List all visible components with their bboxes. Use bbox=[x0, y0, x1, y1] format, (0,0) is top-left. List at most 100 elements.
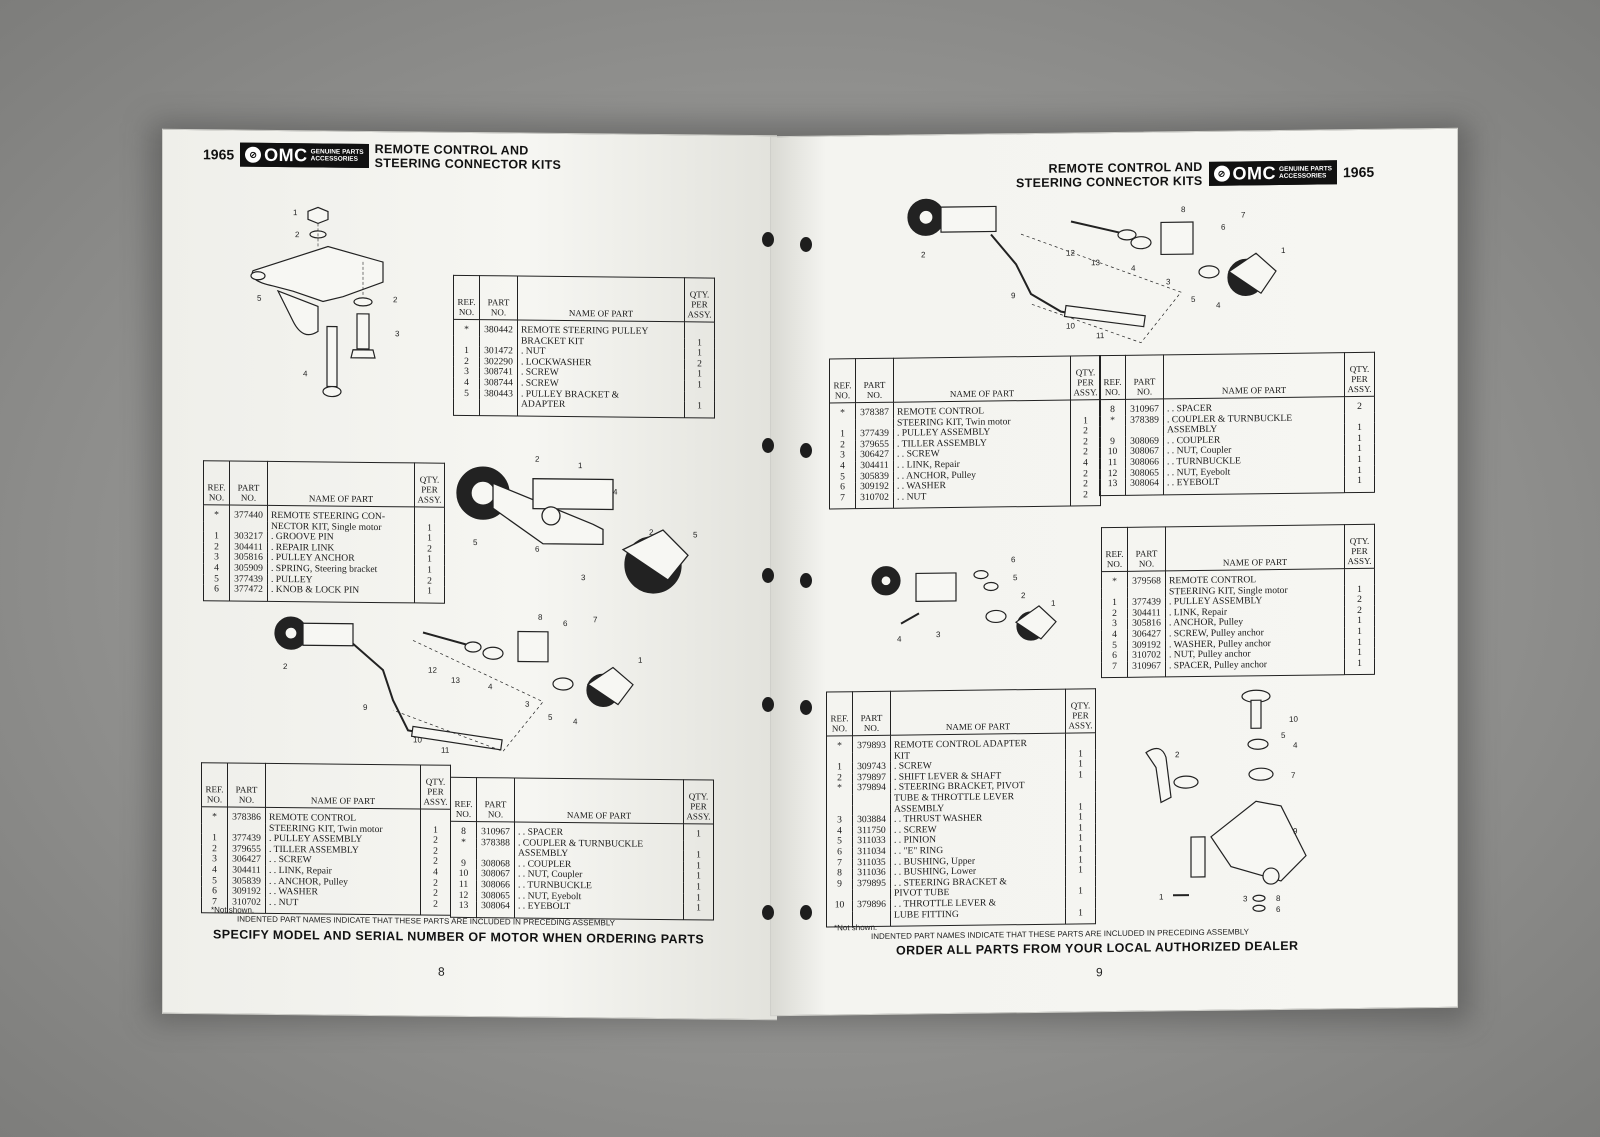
knob bbox=[541, 506, 561, 526]
page-title: REMOTE CONTROL AND STEERING CONNECTOR KI… bbox=[374, 142, 562, 172]
anchor-bracket bbox=[532, 478, 614, 511]
part-header: PART NO. bbox=[852, 691, 891, 736]
part-cell bbox=[852, 793, 891, 805]
name-header: NAME OF PART bbox=[893, 356, 1071, 403]
callout: 2 bbox=[649, 528, 654, 537]
part-cell: 380443 bbox=[479, 388, 518, 400]
part-cell: 378387 bbox=[855, 402, 894, 419]
qty-cell bbox=[1065, 732, 1096, 750]
single-motor-diagram: 2 1 4 5 6 2 3 5 bbox=[456, 455, 698, 594]
ref-cell: * bbox=[1099, 415, 1126, 427]
callout: 12 bbox=[1066, 248, 1075, 257]
callout: 3 bbox=[936, 630, 941, 639]
callout: 4 bbox=[1216, 301, 1221, 310]
name-cell: . . NUT bbox=[893, 490, 1071, 509]
logo-subtitle: GENUINE PARTS ACCESSORIES bbox=[1279, 165, 1333, 180]
part-header: PART NO. bbox=[855, 358, 894, 403]
callout: 6 bbox=[1221, 223, 1226, 232]
name-cell: . . NUT bbox=[265, 897, 421, 916]
binder-hole bbox=[800, 237, 812, 252]
ref-cell: * bbox=[203, 504, 230, 522]
part-header: PART NO. bbox=[476, 777, 515, 822]
left-page-header: 1965 ⊘ OMC GENUINE PARTS ACCESSORIES REM… bbox=[203, 140, 561, 172]
callout: 5 bbox=[257, 294, 262, 303]
long-screw bbox=[326, 325, 338, 388]
callout: 4 bbox=[897, 635, 902, 644]
qty-cell: 1 bbox=[683, 823, 714, 841]
callout: 3 bbox=[1166, 277, 1171, 286]
qty-cell: 1 bbox=[1065, 865, 1096, 877]
qty-cell: 1 bbox=[684, 379, 715, 392]
pulley-bracket-diagram: 1 2 2 3 4 5 bbox=[250, 206, 400, 398]
ref-header: REF. NO. bbox=[829, 358, 856, 403]
pulley-bracket-kit-table: REF. NO. PART NO. NAME OF PART QTY. PER … bbox=[453, 274, 715, 419]
single-motor-remote-diagram: 6 5 2 1 4 3 bbox=[871, 555, 1057, 644]
callout: 5 bbox=[1013, 573, 1018, 582]
callout: 7 bbox=[1291, 771, 1296, 780]
ref-cell: 8 bbox=[1099, 399, 1126, 416]
part-cell: 378389 bbox=[1125, 414, 1164, 427]
ref-cell: 5 bbox=[453, 388, 480, 400]
callout: 2 bbox=[295, 230, 300, 239]
omc-emblem-icon: ⊘ bbox=[1213, 165, 1230, 182]
callout: 2 bbox=[283, 662, 288, 671]
ref-header: REF. NO. bbox=[826, 691, 853, 737]
part-cell bbox=[479, 399, 518, 416]
ref-cell: * bbox=[829, 402, 856, 420]
adapter-kit-table: REF. NO. PART NO. NAME OF PART QTY. PER … bbox=[826, 688, 1096, 928]
omc-emblem-icon: ⊘ bbox=[245, 146, 262, 163]
ref-cell: * bbox=[453, 319, 480, 336]
ref-cell bbox=[826, 794, 853, 806]
part-header: PART NO. bbox=[227, 762, 266, 808]
part-cell: 377440 bbox=[229, 504, 268, 522]
callout: 1 bbox=[578, 461, 583, 470]
ref-cell: 13 bbox=[1099, 478, 1126, 496]
callout: 2 bbox=[535, 455, 540, 464]
ref-header: REF. NO. bbox=[1099, 355, 1126, 400]
ref-header: REF. NO. bbox=[453, 275, 480, 320]
part-header: PART NO. bbox=[1125, 354, 1164, 400]
callout: 5 bbox=[693, 530, 698, 539]
logo-subtitle: GENUINE PARTS ACCESSORIES bbox=[310, 148, 364, 163]
qty-cell: 2 bbox=[420, 898, 451, 916]
callout: 6 bbox=[535, 545, 540, 554]
ordering-instruction: SPECIFY MODEL AND SERIAL NUMBER OF MOTOR… bbox=[213, 927, 705, 947]
part-header: PART NO. bbox=[1127, 526, 1166, 572]
qty-cell bbox=[684, 321, 715, 339]
callout: 12 bbox=[428, 666, 437, 675]
ref-cell: * bbox=[1101, 571, 1128, 588]
part-cell: 378386 bbox=[227, 806, 266, 824]
ordering-instruction: ORDER ALL PARTS FROM YOUR LOCAL AUTHORIZ… bbox=[896, 938, 1299, 958]
name-cell: LUBE FITTING bbox=[890, 908, 1066, 927]
callout: 9 bbox=[363, 703, 368, 712]
ref-cell: * bbox=[826, 783, 853, 795]
callout: 8 bbox=[538, 613, 543, 622]
qty-header: QTY. PER ASSY. bbox=[684, 277, 715, 323]
callout: 4 bbox=[613, 488, 618, 497]
part-cell: 379568 bbox=[1127, 570, 1166, 588]
qty-header: QTY. PER ASSY. bbox=[683, 779, 714, 825]
right-page-header: REMOTE CONTROL AND STEERING CONNECTOR KI… bbox=[1016, 158, 1374, 190]
bracket-hole bbox=[250, 271, 266, 281]
twin-motor-diagram-left: 2 12 13 4 3 8 6 7 5 4 1 9 10 11 bbox=[274, 613, 643, 755]
callout: 5 bbox=[1281, 731, 1286, 740]
name-header: NAME OF PART bbox=[514, 777, 684, 824]
name-cell: ADAPTER bbox=[517, 399, 685, 418]
callout: 3 bbox=[581, 573, 586, 582]
ref-cell: 6 bbox=[203, 583, 230, 601]
single-motor-kit-table: REF. NO. PART NO. NAME OF PART QTY. PER … bbox=[1101, 523, 1375, 679]
qty-cell: 2 bbox=[1344, 396, 1375, 413]
callout: 11 bbox=[1096, 331, 1105, 340]
callout: 1 bbox=[1051, 599, 1056, 608]
name-cell: . KNOB & LOCK PIN bbox=[267, 584, 415, 603]
binder-hole bbox=[762, 438, 774, 453]
qty-cell: 1 bbox=[684, 401, 715, 418]
ref-header: REF. NO. bbox=[203, 460, 230, 505]
logo-brand: OMC bbox=[1232, 162, 1277, 184]
qty-cell: 1 bbox=[1065, 769, 1096, 781]
binder-hole bbox=[762, 697, 774, 712]
twin-motor-kit-table: REF. NO. PART NO. NAME OF PART QTY. PER … bbox=[201, 762, 451, 917]
name-header: NAME OF PART bbox=[1165, 524, 1345, 571]
twin-motor-kit-table: REF. NO. PART NO. NAME OF PART QTY. PER … bbox=[829, 355, 1101, 510]
